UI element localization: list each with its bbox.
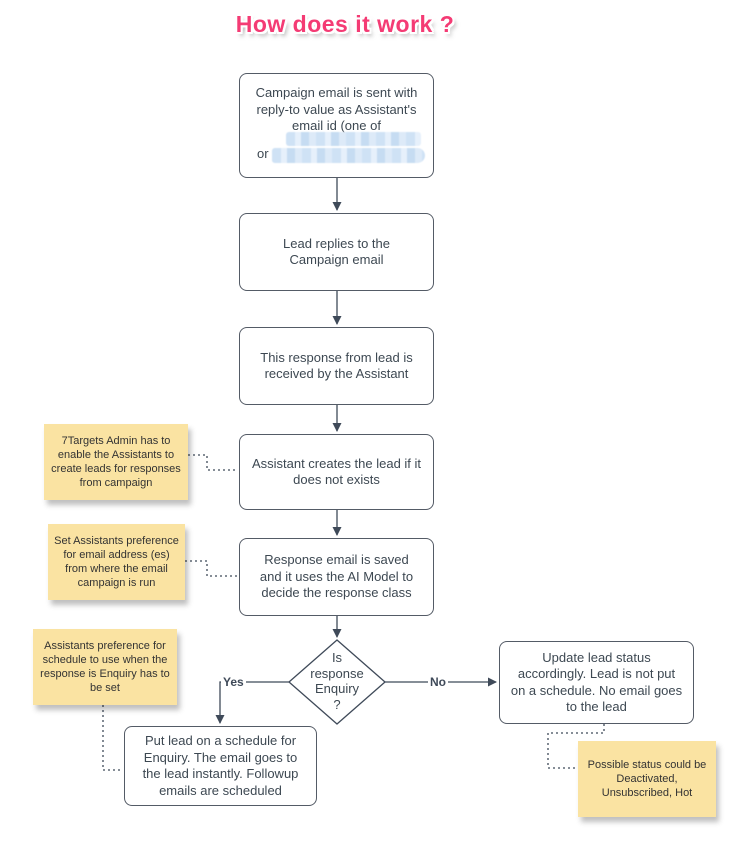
dashed-note2-box5	[185, 560, 237, 577]
node-lead-replies: Lead replies to the Campaign email	[239, 213, 434, 291]
node-assistant-creates-lead: Assistant creates the lead if it does no…	[239, 434, 434, 510]
arrow-yes-branch	[215, 681, 289, 724]
node-put-lead-on-schedule: Put lead on a schedule for Enquiry. The …	[124, 726, 317, 806]
node-update-lead-status-text: Update lead status accordingly. Lead is …	[510, 649, 683, 715]
no-branch-label: No	[428, 675, 448, 689]
dashed-note4-nobox	[547, 724, 605, 769]
decision-line: Enquiry	[314, 681, 360, 696]
redacted-email-line-1	[286, 132, 421, 146]
decision-is-enquiry: Is response Enquiry ?	[301, 650, 373, 712]
decision-line: Is	[331, 650, 343, 665]
node-campaign-email-sent: Campaign email is sent with reply-to val…	[239, 73, 434, 178]
node-campaign-email-text: Campaign email is sent with reply-to val…	[255, 85, 418, 133]
sticky-note-email-preference-text: Set Assistants preference for email addr…	[54, 535, 179, 589]
node-assistant-creates-lead-text: Assistant creates the lead if it does no…	[251, 455, 422, 488]
node-response-received-text: This response from lead is received by t…	[260, 349, 413, 382]
node-lead-replies-text: Lead replies to the Campaign email	[283, 235, 390, 268]
decision-diamond-shape	[288, 639, 386, 725]
sticky-note-admin-enable: 7Targets Admin has to enable the Assista…	[44, 424, 188, 500]
sticky-note-possible-status-text: Possible status could be Deactivated, Un…	[587, 759, 707, 799]
decision-line: ?	[333, 696, 341, 712]
decision-line: response	[310, 665, 364, 681]
or-label: or	[257, 146, 269, 161]
sticky-note-email-preference: Set Assistants preference for email addr…	[48, 524, 185, 600]
yes-branch-label: Yes	[221, 675, 246, 689]
dashed-note1-box4	[188, 454, 237, 471]
sticky-note-schedule-preference: Assistants preference for schedule to us…	[33, 629, 177, 705]
node-response-saved-ai-text: Response email is saved and it uses the …	[259, 552, 414, 601]
sticky-note-schedule-preference-text: Assistants preference for schedule to us…	[40, 640, 170, 694]
dashed-note3-yesbox	[102, 705, 122, 771]
node-response-saved-ai: Response email is saved and it uses the …	[239, 538, 434, 616]
node-update-lead-status: Update lead status accordingly. Lead is …	[499, 641, 694, 724]
sticky-note-possible-status: Possible status could be Deactivated, Un…	[578, 741, 716, 817]
redacted-email-line-2	[272, 148, 425, 163]
flowchart-title: How does it work ?	[235, 11, 455, 37]
node-response-received: This response from lead is received by t…	[239, 327, 434, 405]
sticky-note-admin-enable-text: 7Targets Admin has to enable the Assista…	[51, 435, 181, 489]
node-put-lead-on-schedule-text: Put lead on a schedule for Enquiry. The …	[142, 733, 299, 798]
